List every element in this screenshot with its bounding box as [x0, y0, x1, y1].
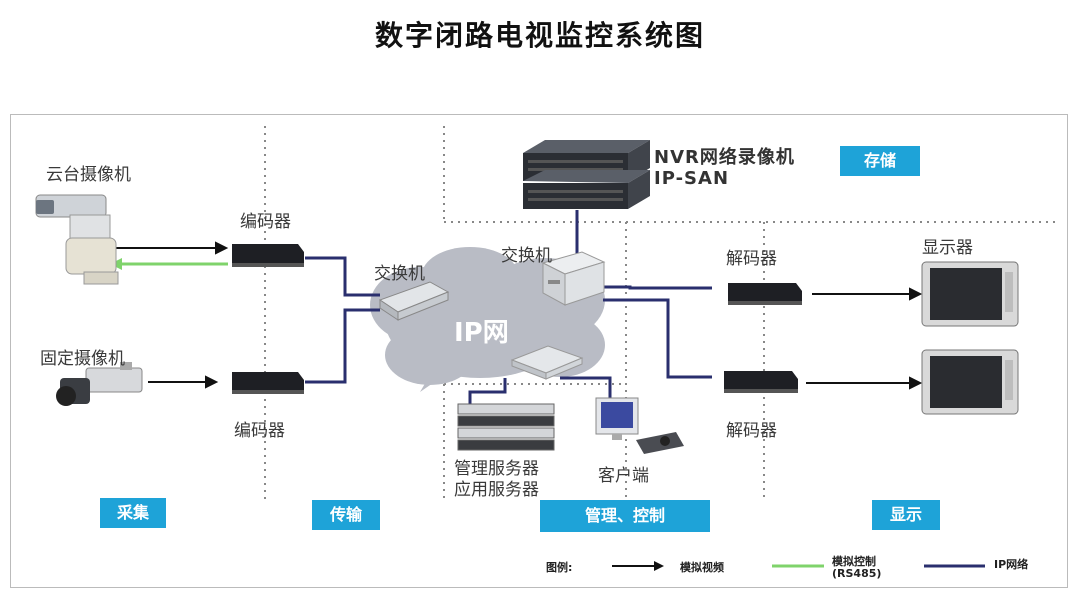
switch-right-label: 交换机: [501, 246, 552, 266]
zone-dividers: [264, 126, 1060, 500]
monitor-bottom-icon: [921, 349, 1019, 415]
client-pc-icon: [595, 397, 684, 454]
fixed-camera-label: 固定摄像机: [40, 349, 125, 369]
switch-center-icon: [510, 345, 584, 380]
fixed-camera-icon: [56, 362, 143, 406]
stage-show-badge: 显示: [872, 500, 940, 530]
monitor-top-icon: [921, 261, 1019, 327]
nvr-icon: [523, 140, 650, 209]
app-server-label: 应用服务器: [454, 480, 539, 500]
stage-storage-badge: 存储: [840, 146, 920, 176]
analog-control-line: [110, 258, 228, 270]
diagram-title: 数字闭路电视监控系统图: [374, 19, 705, 52]
decoder-bottom-label: 解码器: [726, 421, 777, 441]
legend-analog-video: 模拟视频: [680, 561, 724, 574]
decoder-top-label: 解码器: [726, 249, 777, 269]
decoder-top-icon: [728, 283, 802, 305]
legend-analog-control-line2: (RS485): [832, 567, 882, 580]
switch-right-icon: [541, 251, 606, 306]
ip-network-label: IP网: [454, 318, 509, 348]
encoder-top-label: 编码器: [240, 212, 291, 232]
stage-transmit-badge: 传输: [312, 500, 380, 530]
stage-manage-badge: 管理、控制: [540, 500, 710, 532]
legend-lines: [612, 561, 985, 571]
stage-capture-badge: 采集: [100, 498, 166, 528]
switch-left-icon: [378, 281, 450, 321]
legend-analog-control-line1: 模拟控制: [832, 555, 876, 568]
nvr-label-line2: IP-SAN: [654, 168, 730, 189]
encoder-bottom-label: 编码器: [234, 421, 285, 441]
display-label: 显示器: [922, 238, 973, 258]
legend-title: 图例:: [546, 561, 573, 574]
legend-ip-network: IP网络: [994, 558, 1029, 571]
mgmt-server-label: 管理服务器: [454, 459, 539, 479]
ptz-camera-label: 云台摄像机: [46, 165, 131, 185]
ptz-camera-icon: [35, 194, 119, 285]
decoder-bottom-icon: [724, 371, 798, 393]
analog-video-lines: [110, 241, 923, 390]
encoder-bottom-icon: [232, 372, 304, 394]
nvr-label-line1: NVR网络录像机: [654, 147, 795, 168]
switch-left-label: 交换机: [374, 264, 425, 284]
server-icon: [457, 403, 555, 451]
encoder-top-icon: [232, 244, 304, 267]
client-label: 客户端: [598, 466, 649, 486]
